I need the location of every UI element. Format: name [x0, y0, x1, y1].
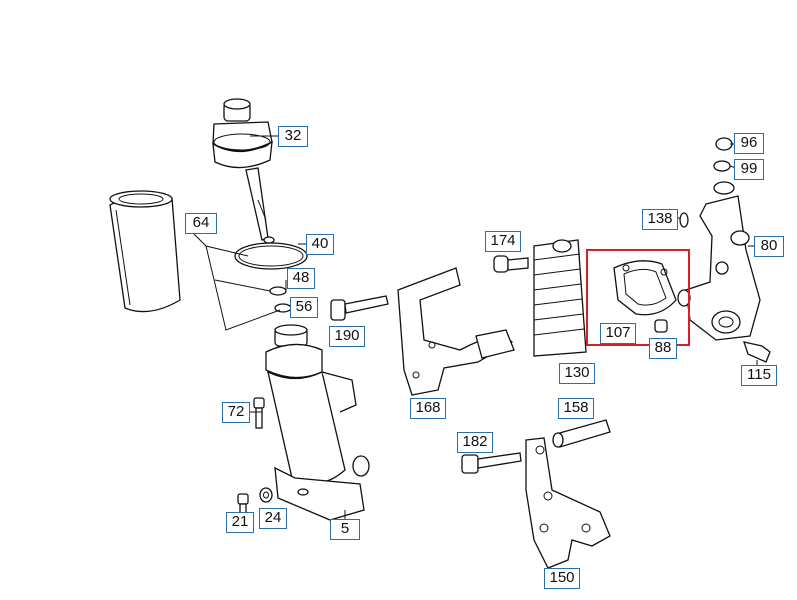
label-115[interactable]: 115 [741, 365, 777, 386]
bracket-150 [525, 437, 611, 569]
label-5[interactable]: 5 [330, 519, 360, 540]
bolt-21 [237, 493, 249, 515]
bolt-190 [330, 295, 389, 321]
label-24[interactable]: 24 [259, 508, 287, 529]
label-32[interactable]: 32 [278, 126, 308, 147]
seal-88 [654, 319, 668, 333]
oil-cooler-130 [533, 239, 587, 357]
bolt-115 [743, 341, 771, 363]
label-158[interactable]: 158 [558, 398, 594, 419]
label-48[interactable]: 48 [287, 268, 315, 289]
label-138[interactable]: 138 [642, 209, 678, 230]
oil-filter-housing-5 [265, 324, 370, 521]
o-ring-40 [234, 242, 308, 270]
ring-138 [679, 212, 689, 228]
filter-element-64 [109, 190, 181, 313]
label-190[interactable]: 190 [329, 326, 365, 347]
bolt-174 [493, 255, 529, 273]
bolt-72 [253, 397, 265, 429]
cap-96 [715, 137, 733, 151]
bracket-168 [397, 267, 515, 396]
label-168[interactable]: 168 [410, 398, 446, 419]
label-107[interactable]: 107 [600, 323, 636, 344]
label-80[interactable]: 80 [754, 236, 784, 257]
gasket-107 [613, 260, 677, 316]
sleeve-158 [552, 419, 611, 448]
bolt-182 [461, 452, 522, 474]
washer-24 [259, 487, 273, 503]
o-ring-48 [269, 286, 287, 296]
housing-80 [677, 181, 761, 341]
label-99[interactable]: 99 [734, 159, 764, 180]
label-130[interactable]: 130 [559, 363, 595, 384]
label-174[interactable]: 174 [485, 231, 521, 252]
label-182[interactable]: 182 [457, 432, 493, 453]
filter-cap-32 [212, 98, 275, 244]
label-88[interactable]: 88 [649, 338, 677, 359]
label-150[interactable]: 150 [544, 568, 580, 589]
label-96[interactable]: 96 [734, 133, 764, 154]
ring-99 [713, 160, 731, 172]
label-21[interactable]: 21 [226, 512, 254, 533]
label-64[interactable]: 64 [185, 213, 217, 234]
label-56[interactable]: 56 [290, 297, 318, 318]
label-40[interactable]: 40 [306, 234, 334, 255]
label-72[interactable]: 72 [222, 402, 250, 423]
